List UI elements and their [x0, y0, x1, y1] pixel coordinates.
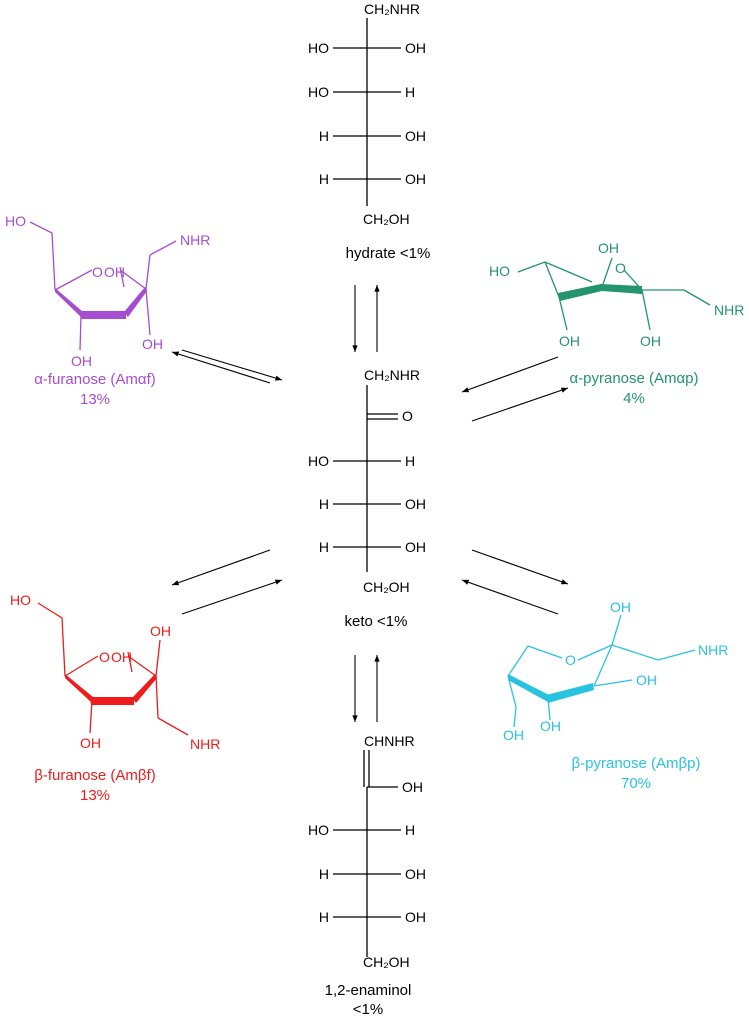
- bpyranose-oh-c4: OH: [540, 718, 561, 734]
- keto-bottom-group: CH₂OH: [363, 579, 410, 595]
- enaminol-structure: [333, 750, 401, 957]
- keto-c5-right: OH: [405, 539, 426, 555]
- bpyranose-name: β-pyranose (Amβp): [572, 755, 701, 772]
- keto-c4-right: OH: [405, 496, 426, 512]
- afuranose-oh-c4: OH: [71, 353, 92, 369]
- afuranose-percent: 13%: [80, 391, 110, 408]
- apyranose-oh-b: OH: [640, 333, 661, 349]
- beta-furanose-bold-bonds: [65, 674, 157, 705]
- apyranose-oh-a: OH: [559, 333, 580, 349]
- alpha-pyranose-bold-bonds: [558, 284, 642, 301]
- keto-c5-left: H: [319, 539, 329, 555]
- enaminol-top-group: CHNHR: [364, 733, 415, 749]
- bpyranose-oh-top: OH: [610, 599, 631, 615]
- afuranose-ho: HO: [5, 213, 26, 229]
- keto-structure: [333, 385, 401, 572]
- bfuranose-anomeric-oh: OH: [111, 649, 132, 665]
- arrow-bfuranose-to-keto: [181, 579, 283, 615]
- bfuranose-ring-o: O: [99, 649, 110, 665]
- arrow-afuranose-to-keto: [181, 349, 283, 381]
- alpha-furanose-structure: [29, 221, 177, 351]
- apyranose-ring-o: O: [615, 260, 626, 276]
- afuranose-oh-c3: OH: [142, 336, 163, 352]
- enaminol-c3-left: HO: [308, 822, 329, 838]
- equilibrium-arrows: [171, 285, 569, 722]
- bfuranose-oh-top: OH: [150, 623, 171, 639]
- afuranose-nhr: NHR: [180, 232, 210, 248]
- enaminol-bottom-group: CH₂OH: [363, 954, 410, 970]
- afuranose-name: α-furanose (Amαf): [34, 371, 156, 388]
- hydrate-bottom-group: CH₂OH: [363, 211, 410, 227]
- bpyranose-nhr: NHR: [698, 642, 728, 658]
- enaminol-c3-right: H: [405, 822, 415, 838]
- apyranose-percent: 4%: [623, 390, 645, 407]
- apyranose-nhr: NHR: [714, 302, 744, 318]
- afuranose-ring-o: O: [92, 264, 103, 280]
- arrow-keto-to-apyranose: [471, 387, 569, 422]
- apyranose-name: α-pyranose (Amαp): [569, 370, 698, 387]
- keto-carbonyl-o: O: [402, 408, 413, 424]
- hydrate-c5-left: H: [319, 171, 329, 187]
- hydrate-c2-right: OH: [405, 40, 426, 56]
- keto-c4-left: H: [319, 496, 329, 512]
- hydrate-c3-right: H: [405, 84, 415, 100]
- bpyranose-oh-c5: OH: [503, 727, 524, 743]
- enaminol-c4-right: OH: [405, 866, 426, 882]
- bfuranose-name: β-furanose (Amβf): [34, 767, 155, 784]
- beta-pyranose-structure: [507, 614, 696, 728]
- alpha-pyranose-structure: [517, 257, 711, 331]
- keto-c3-left: HO: [308, 453, 329, 469]
- bfuranose-percent: 13%: [80, 787, 110, 804]
- beta-furanose-structure: [37, 602, 189, 736]
- hydrate-c3-left: HO: [308, 84, 329, 100]
- keto-c3-right: H: [405, 453, 415, 469]
- hydrate-label: hydrate <1%: [346, 245, 431, 262]
- bpyranose-percent: 70%: [621, 775, 651, 792]
- enaminol-label-line1: 1,2-enaminol: [325, 982, 412, 999]
- hydrate-c5-right: OH: [405, 171, 426, 187]
- arrow-apyranose-to-keto: [461, 356, 559, 393]
- arrow-keto-to-afuranose: [171, 351, 271, 384]
- hydrate-structure: [333, 18, 401, 206]
- keto-label: keto <1%: [345, 613, 408, 630]
- apyranose-ho: HO: [489, 263, 510, 279]
- arrow-bpyranose-to-keto: [461, 579, 559, 615]
- enaminol-c5-right: OH: [405, 909, 426, 925]
- hydrate-c2-left: HO: [308, 40, 329, 56]
- alpha-furanose-bold-bonds: [55, 287, 147, 319]
- hydrate-c4-left: H: [319, 128, 329, 144]
- enaminol-c5-left: H: [319, 909, 329, 925]
- enaminol-c4-left: H: [319, 866, 329, 882]
- enaminol-label-line2: <1%: [353, 1001, 383, 1018]
- arrow-keto-to-bfuranose: [171, 549, 271, 586]
- apyranose-oh-top: OH: [598, 240, 619, 256]
- hydrate-c4-right: OH: [405, 128, 426, 144]
- arrow-keto-to-bpyranose: [471, 549, 569, 585]
- bfuranose-ho: HO: [10, 592, 31, 608]
- hydrate-top-group: CH₂NHR: [364, 1, 420, 17]
- afuranose-anomeric-oh: OH: [104, 264, 125, 280]
- bfuranose-oh-c3: OH: [80, 735, 101, 751]
- beta-pyranose-bold-bonds: [508, 674, 594, 703]
- bfuranose-nhr: NHR: [190, 736, 220, 752]
- bpyranose-ring-o: O: [565, 652, 576, 668]
- keto-top-group: CH₂NHR: [364, 367, 420, 383]
- bpyranose-oh-c3: OH: [636, 672, 657, 688]
- enaminol-c2-oh: OH: [402, 779, 423, 795]
